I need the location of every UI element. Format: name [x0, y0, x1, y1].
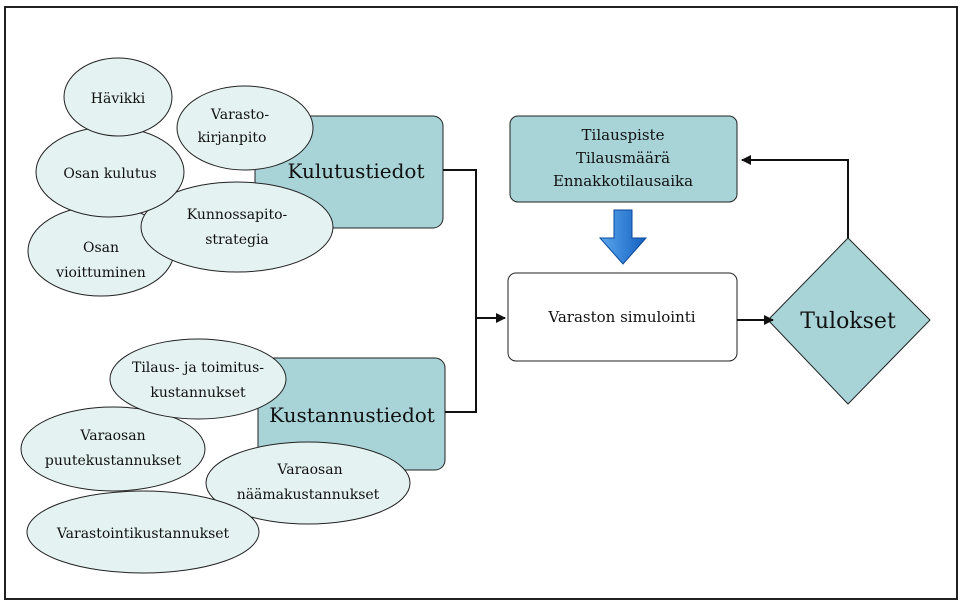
cost-factor-ellipse — [26, 490, 260, 574]
usage-factor-label: Osan — [83, 240, 119, 256]
order-parameters-line-1: Tilauspiste — [582, 126, 665, 144]
cost-connector-line — [445, 320, 477, 413]
usage-factor-label: vioittuminen — [55, 265, 146, 281]
simulation-label: Varaston simulointi — [547, 308, 695, 326]
order-parameters-box — [509, 115, 738, 203]
cost-factor-label: kustannukset — [150, 385, 246, 401]
cost-factor-label: Tilaus- ja toimitus- — [132, 360, 264, 376]
simulation-box — [507, 272, 738, 362]
usage-factor-label: strategia — [205, 232, 269, 248]
cost-factor-label: Varaosan — [276, 462, 342, 478]
results-label: Tulokset — [800, 309, 896, 334]
usage-connector-line — [443, 169, 477, 320]
order-parameters-line-3: Ennakkotilausaika — [553, 172, 693, 190]
blue-down-arrow-icon — [598, 209, 648, 265]
usage-factor-label: Kunnossapito- — [187, 207, 288, 223]
usage-factor-ellipse — [63, 57, 173, 137]
cost-factor-label: puutekustannukset — [45, 453, 182, 469]
cost-factor-label: Varastointikustannukset — [56, 526, 230, 542]
order-parameters-line-2: Tilausmäärä — [576, 149, 670, 167]
usage-factor-label: Osan kulutus — [63, 166, 156, 182]
cost-factor-ellipse — [109, 338, 287, 420]
cost-factor-ellipse — [205, 441, 411, 525]
results-feedback-arrow — [741, 155, 849, 238]
usage-factor-ellipse — [176, 85, 314, 171]
cost-factor-label: Varaosan — [79, 428, 145, 444]
usage-factor-label: Hävikki — [91, 91, 146, 107]
usage-factor-label: Varasto- — [210, 107, 269, 123]
cost-factor-ellipse — [20, 406, 206, 492]
usage-factor-ellipse — [140, 181, 334, 273]
usage-factor-label: kirjanpito — [198, 130, 267, 146]
cost-factor-label: näämakustannukset — [237, 487, 380, 503]
cost-data-label: Kustannustiedot — [269, 403, 435, 427]
results-diamond — [767, 237, 931, 405]
usage-data-label: Kulutustiedot — [288, 159, 425, 183]
